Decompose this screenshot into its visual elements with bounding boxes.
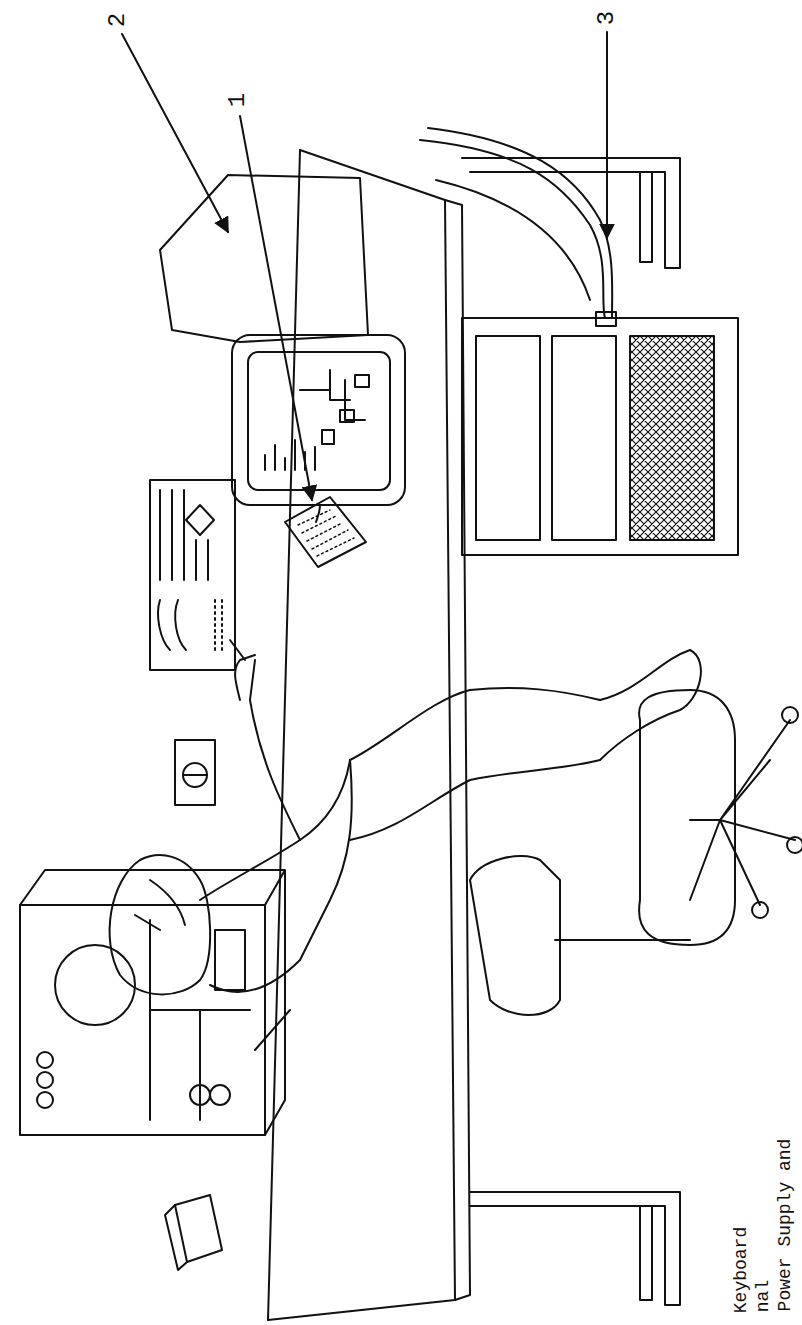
equipment-unit — [20, 870, 290, 1135]
chair — [470, 690, 802, 1015]
keyboard — [285, 497, 366, 567]
small-box — [165, 1195, 222, 1270]
legend-text: Power Supply and — [776, 1139, 794, 1312]
desk — [268, 128, 738, 1320]
callout-number: 3 — [595, 11, 619, 25]
callout-number: 2 — [106, 13, 130, 27]
legend-text: nal — [754, 1280, 772, 1312]
small-device — [175, 740, 215, 805]
graphics-terminal — [160, 175, 405, 522]
callout-number: 1 — [226, 93, 250, 107]
operator — [110, 640, 701, 994]
legend-text: Keyboard — [732, 1227, 750, 1313]
tablet-unit — [150, 480, 235, 670]
leader-lines — [122, 32, 607, 500]
